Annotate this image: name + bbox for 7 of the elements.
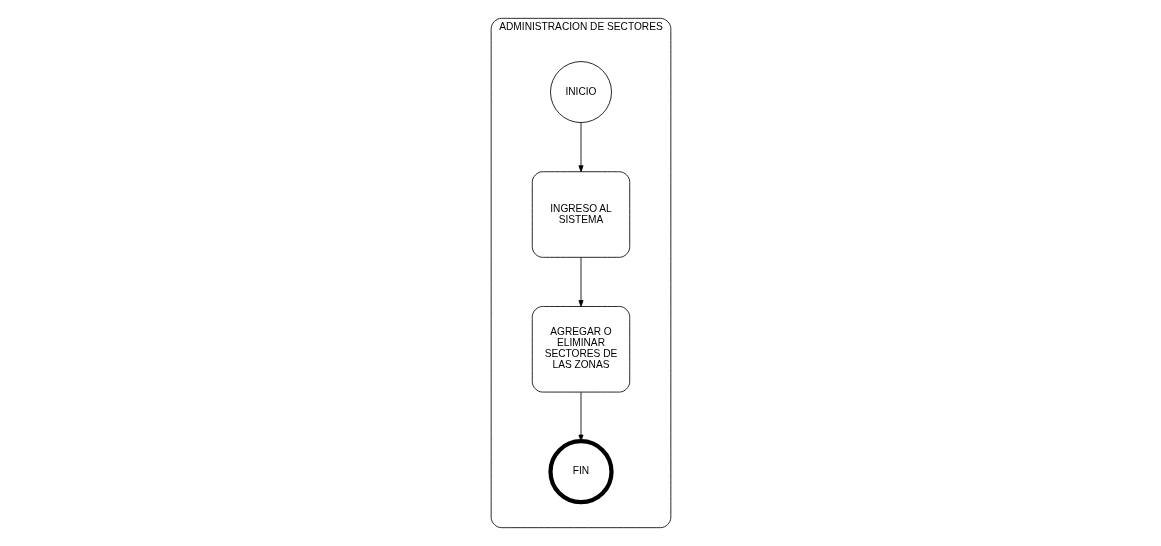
arrow (578, 391, 583, 442)
node-box: AGREGAR O ELIMINAR SECTORES DE LAS ZONAS (531, 306, 630, 393)
node-circle: FIN (547, 439, 614, 505)
node-circle: INICIO (549, 61, 612, 123)
arrow (578, 122, 583, 173)
arrow (578, 257, 583, 307)
node-box: INGRESO AL SISTEMA (531, 171, 630, 258)
